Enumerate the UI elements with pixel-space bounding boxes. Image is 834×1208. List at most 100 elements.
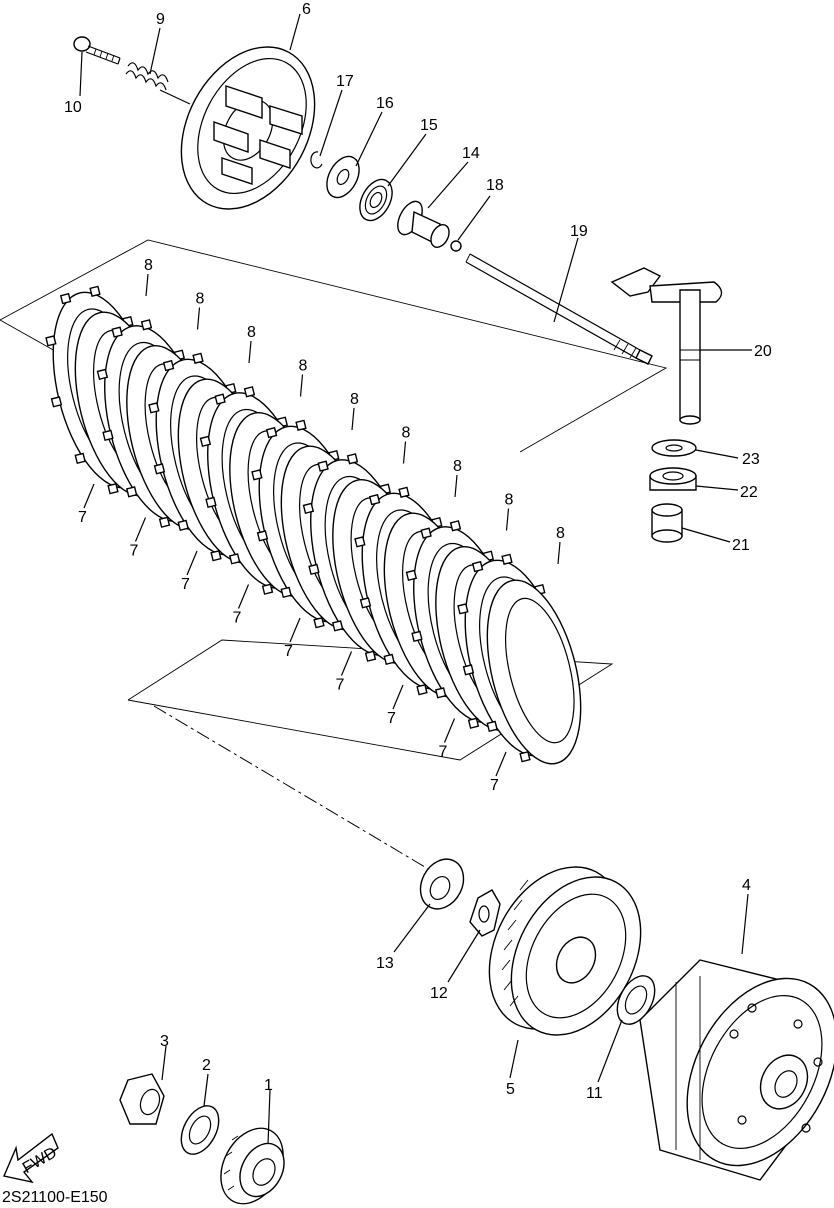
plate-tab — [313, 617, 325, 629]
plate-tab — [354, 536, 366, 548]
plate-tab — [331, 620, 344, 632]
part-21-bearing — [651, 503, 683, 543]
plate-tab — [199, 435, 212, 448]
plate-tab — [295, 419, 307, 431]
leader-8 — [351, 407, 355, 431]
leader-8 — [454, 474, 458, 498]
plate-tab — [368, 493, 381, 506]
part-20-push-lever-shaft — [610, 267, 723, 425]
callout-2: 2 — [202, 1057, 211, 1074]
callout-8: 8 — [556, 525, 565, 542]
callout-7: 7 — [336, 677, 345, 694]
plate-tab — [107, 483, 119, 495]
part-22-oil-seal — [649, 467, 697, 491]
plate-tab — [462, 664, 475, 676]
plate-tab — [420, 527, 432, 539]
callout-8: 8 — [453, 458, 462, 475]
plate-tab — [158, 516, 171, 528]
leader-7 — [495, 751, 507, 777]
callout-8: 8 — [247, 324, 256, 341]
leader-7 — [83, 483, 95, 509]
callout-3: 3 — [160, 1033, 169, 1050]
callout-9: 9 — [156, 11, 165, 28]
plate-tab — [243, 386, 256, 398]
callout-5: 5 — [506, 1081, 515, 1098]
callout-16: 16 — [376, 95, 394, 112]
callout-4: 4 — [742, 877, 751, 894]
plate-tab — [59, 292, 72, 305]
callout-8: 8 — [505, 492, 514, 509]
callout-7: 7 — [181, 576, 190, 593]
plate-tab — [467, 717, 480, 729]
callout-15: 15 — [420, 117, 438, 134]
plate-tab — [210, 550, 222, 562]
leader-8 — [248, 340, 252, 364]
callout-7: 7 — [284, 643, 293, 660]
leader-7 — [237, 584, 250, 609]
leader-7 — [289, 617, 301, 643]
callout-7: 7 — [78, 509, 87, 526]
plate-tab — [280, 586, 292, 599]
callout-8: 8 — [196, 291, 205, 308]
fwd-direction-arrow: FWD — [3, 1132, 60, 1184]
plate-tab — [471, 560, 484, 573]
plate-tab — [405, 569, 418, 582]
plate-tab — [359, 597, 372, 609]
plate-tab — [214, 393, 226, 405]
plate-tab — [302, 502, 315, 515]
part-15-thrust-bearing — [359, 178, 393, 222]
callout-14: 14 — [462, 145, 480, 162]
callout-8: 8 — [144, 257, 153, 274]
plate-tab — [346, 453, 359, 465]
callout-12: 12 — [430, 985, 448, 1002]
plate-tab — [148, 402, 160, 414]
callout-numbers: 9 10 6 17 16 15 14 18 19 20 23 22 21 13 … — [2, 1, 772, 1206]
plate-tab — [398, 486, 410, 498]
leader-7 — [392, 684, 404, 710]
plate-tab — [153, 463, 166, 475]
part-3-nut — [119, 1073, 165, 1125]
leader-8 — [145, 273, 149, 297]
plate-tab — [205, 496, 217, 509]
leader-7 — [134, 517, 147, 542]
plate-tab — [486, 720, 498, 733]
part-23-washer — [651, 439, 697, 457]
plate-tab — [74, 452, 86, 465]
callout-6: 6 — [302, 1, 311, 18]
plate-tab — [45, 335, 57, 347]
callout-7: 7 — [130, 543, 139, 560]
part-9-spring — [125, 62, 191, 105]
plate-tab — [192, 352, 204, 364]
part-19-push-rod — [465, 253, 653, 365]
plate-tab — [140, 319, 153, 331]
plate-tab — [364, 650, 377, 662]
plate-tab — [162, 359, 175, 372]
plate-tab — [317, 460, 329, 472]
plate-tab — [96, 368, 109, 381]
callout-7: 7 — [490, 777, 499, 794]
plate-tab — [383, 653, 395, 666]
part-6-pressure-plate — [180, 46, 316, 210]
part-13-nut — [419, 858, 465, 910]
callout-7: 7 — [387, 710, 396, 727]
plate-tab — [457, 603, 469, 615]
plate-tab — [434, 687, 447, 699]
callout-20: 20 — [754, 343, 772, 360]
part-12-lock-washer — [469, 889, 501, 937]
callout-8: 8 — [350, 391, 359, 408]
callout-17: 17 — [336, 73, 354, 90]
leader-8 — [299, 374, 304, 397]
leader-8 — [505, 508, 510, 531]
part-18-ball — [450, 240, 462, 252]
callout-1: 1 — [264, 1077, 273, 1094]
plate-tab — [449, 520, 462, 532]
plate-tab — [50, 396, 63, 408]
plate-tab — [501, 553, 513, 565]
steel-plate — [486, 579, 582, 765]
part-5-clutch-boss — [488, 866, 642, 1036]
part-14-push-rod-plate — [397, 200, 450, 248]
callout-21: 21 — [732, 537, 750, 554]
callout-23: 23 — [742, 451, 760, 468]
